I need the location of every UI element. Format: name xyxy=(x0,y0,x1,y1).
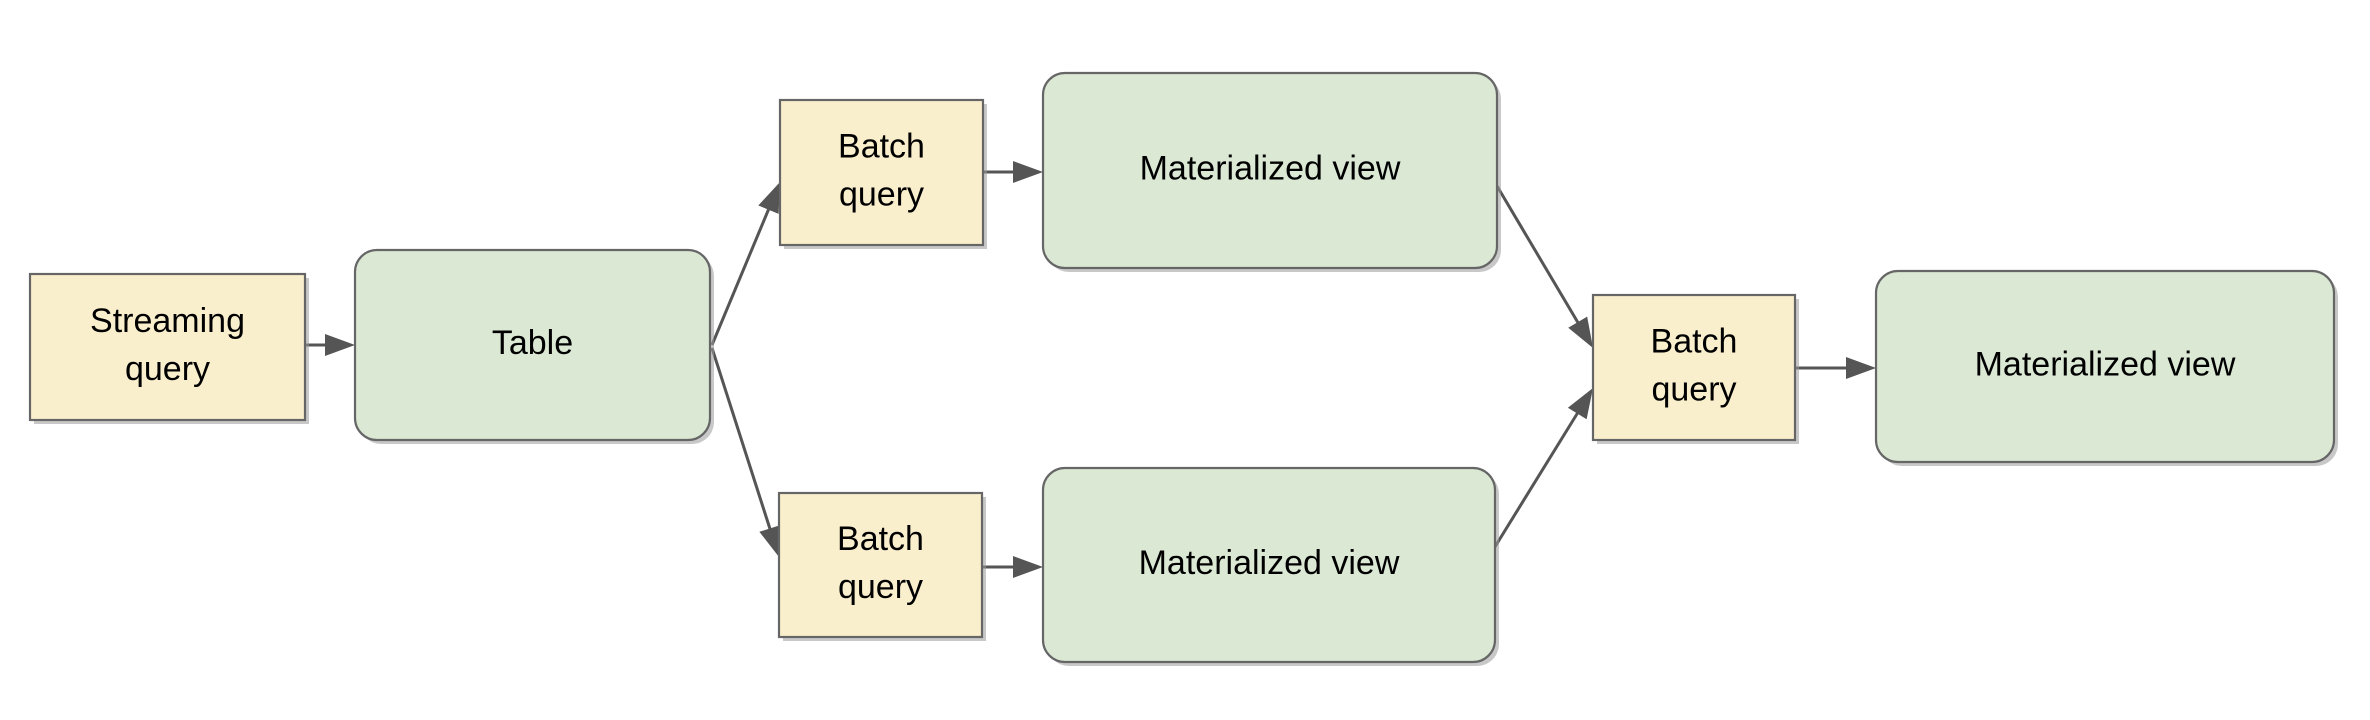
node-table[interactable]: Table xyxy=(353,248,714,444)
edge-arrowhead-icon xyxy=(1013,556,1043,578)
edge-line xyxy=(1495,185,1582,327)
edge-batch-query-top-to-materialized-view-top xyxy=(983,161,1043,183)
node-shape-rectangle[interactable] xyxy=(1591,293,1797,442)
node-shape-rounded-rectangle[interactable] xyxy=(1041,466,1497,664)
node-materialized-view-right[interactable]: Materialized view xyxy=(1874,269,2338,466)
nodes-layer: StreamingqueryTableBatchqueryMaterialize… xyxy=(28,71,2338,666)
edge-line xyxy=(710,205,772,346)
node-label: Table xyxy=(492,324,573,362)
node-label: Batch xyxy=(838,127,925,165)
edge-line xyxy=(710,347,773,533)
node-label: Materialized view xyxy=(1139,544,1400,582)
node-label: Materialized view xyxy=(1975,345,2236,383)
node-shape-rounded-rectangle[interactable] xyxy=(353,248,712,442)
node-label: Streaming xyxy=(90,302,245,340)
node-streaming-query[interactable]: Streaming query xyxy=(28,272,309,424)
node-batch-query-right[interactable]: Batch query xyxy=(1591,293,1799,444)
edge-arrowhead-icon xyxy=(758,182,780,214)
edges-layer xyxy=(305,161,1876,578)
edge-materialized-view-bottom-to-batch-query-right xyxy=(1491,388,1593,551)
node-shape-rounded-rectangle[interactable] xyxy=(1041,71,1499,270)
edge-table-to-batch-query-top xyxy=(710,182,780,346)
edge-batch-query-bottom-to-materialized-view-bottom xyxy=(982,556,1043,578)
node-label: query xyxy=(1651,370,1736,408)
edge-arrowhead-icon xyxy=(1567,388,1593,420)
node-label: query xyxy=(125,350,210,388)
node-materialized-view-top[interactable]: Materialized view xyxy=(1041,71,1501,272)
edge-table-to-batch-query-bottom xyxy=(710,347,781,557)
node-batch-query-bottom[interactable]: Batch query xyxy=(777,491,986,641)
edge-materialized-view-top-to-batch-query-right xyxy=(1495,185,1593,348)
node-shape-rectangle[interactable] xyxy=(777,491,984,639)
node-shape-rectangle[interactable] xyxy=(778,98,985,247)
node-batch-query-top[interactable]: Batch query xyxy=(778,98,987,249)
edge-arrowhead-icon xyxy=(1568,316,1593,348)
node-label: Batch xyxy=(1651,322,1738,360)
edge-arrowhead-icon xyxy=(759,525,781,557)
edge-arrowhead-icon xyxy=(1013,161,1043,183)
node-label: Batch xyxy=(837,520,924,558)
node-label: query xyxy=(839,175,924,213)
edge-arrowhead-icon xyxy=(325,334,355,356)
node-label: Materialized view xyxy=(1140,149,1401,187)
node-label: query xyxy=(838,568,923,606)
edge-streaming-query-to-table xyxy=(305,334,355,356)
node-shape-rectangle[interactable] xyxy=(28,272,307,422)
edge-batch-query-right-to-materialized-view-right xyxy=(1795,357,1876,379)
node-shape-rounded-rectangle[interactable] xyxy=(1874,269,2336,464)
edge-arrowhead-icon xyxy=(1846,357,1876,379)
node-materialized-view-bottom[interactable]: Materialized view xyxy=(1041,466,1499,666)
edge-line xyxy=(1491,409,1581,551)
